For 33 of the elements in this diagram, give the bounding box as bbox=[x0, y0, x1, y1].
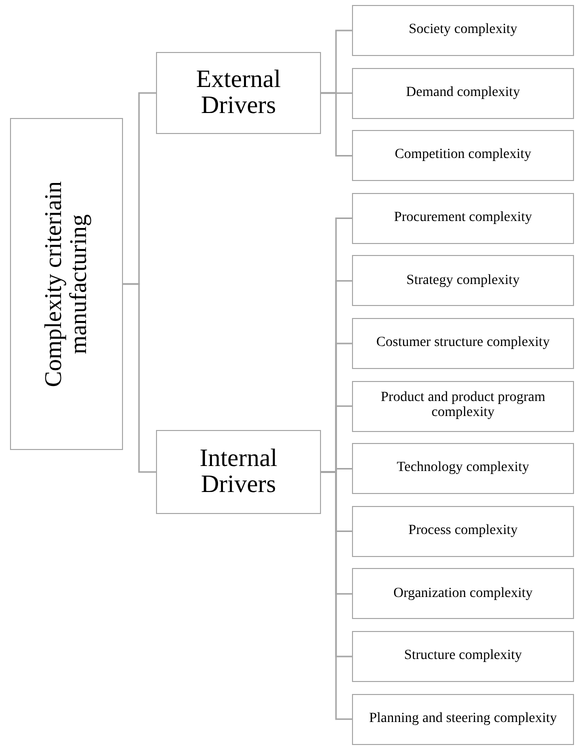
node-box bbox=[10, 118, 123, 450]
node-label: Planning and steering complexity bbox=[369, 712, 557, 726]
node-box bbox=[352, 318, 574, 369]
connector-line bbox=[123, 283, 156, 473]
node-box bbox=[352, 506, 574, 557]
node-label: Structure complexity bbox=[404, 649, 522, 664]
node-label: External Drivers bbox=[195, 66, 282, 120]
node-label: Procurement complexity bbox=[394, 210, 532, 226]
node-box bbox=[352, 631, 574, 682]
node-label: Competition complexity bbox=[394, 148, 532, 164]
node-box bbox=[352, 68, 574, 119]
node-box bbox=[156, 52, 321, 134]
node-label: Product and product program complexity bbox=[380, 391, 546, 421]
node-box bbox=[352, 255, 574, 306]
node-box bbox=[352, 694, 574, 745]
node-label: Strategy complexity bbox=[406, 274, 520, 288]
node-box bbox=[352, 192, 574, 244]
node-box bbox=[352, 568, 574, 620]
node-label: Technology complexity bbox=[396, 461, 530, 476]
node-label: Organization complexity bbox=[393, 586, 533, 602]
node-box bbox=[352, 380, 574, 432]
node-label: Demand complexity bbox=[406, 86, 520, 100]
node-label: Costumer structure complexity bbox=[376, 336, 550, 351]
node-label: Process complexity bbox=[408, 524, 518, 539]
node-label: Internal Drivers bbox=[198, 446, 278, 498]
node-label: Society complexity bbox=[408, 23, 518, 38]
connector-line bbox=[321, 92, 352, 156]
node-box bbox=[352, 5, 574, 56]
node-box bbox=[156, 430, 321, 514]
node-label: Complexity criteriain manufacturing bbox=[41, 180, 92, 389]
connector-line bbox=[321, 471, 352, 720]
node-box bbox=[352, 443, 574, 494]
node-box bbox=[352, 130, 574, 182]
